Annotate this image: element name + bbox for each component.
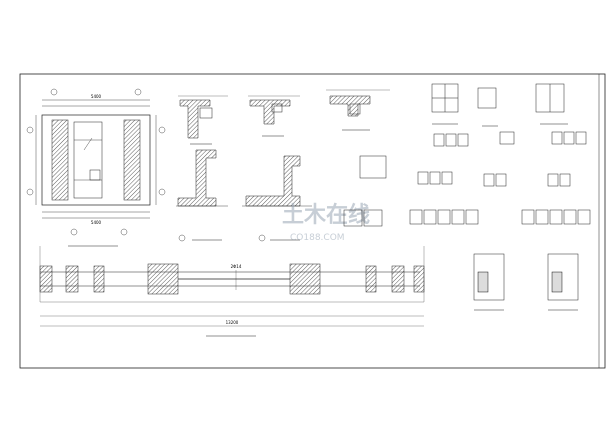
opening-details	[343, 83, 591, 227]
plan-dim-top: 5400	[91, 94, 102, 99]
watermark-text: 土木在线	[282, 202, 370, 228]
stair-plan: 5400 5400	[26, 88, 166, 247]
watermark-sub: CO188.COM	[290, 233, 345, 243]
section-detail-4	[176, 149, 228, 242]
section-detail-2	[248, 95, 300, 137]
section-detail-5	[242, 155, 312, 242]
beam-note: 2Φ14	[231, 264, 242, 269]
stair-detail-right	[473, 253, 579, 311]
watermark: 土木在线 CO188.COM	[282, 202, 370, 243]
beam-total-dim: 13200	[226, 320, 239, 325]
plan-dim-bottom: 5400	[91, 220, 102, 225]
section-detail-1	[178, 95, 228, 145]
beam-elevation: 2Φ14 13200	[39, 246, 425, 337]
section-detail-3	[326, 89, 390, 131]
sheet-border	[19, 73, 606, 369]
